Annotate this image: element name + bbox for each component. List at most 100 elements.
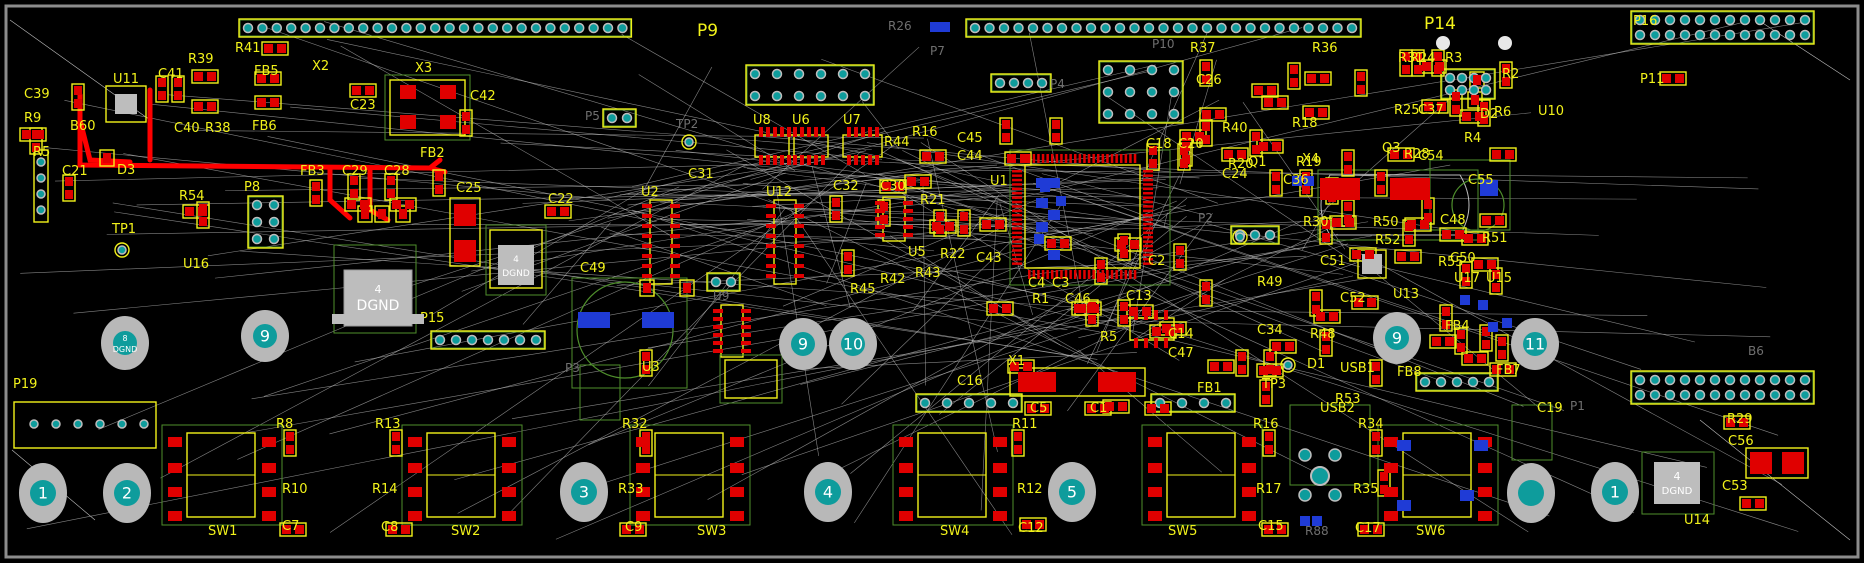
mount-pad-9b[interactable]: 9 [779, 318, 827, 370]
smd-pad [440, 85, 456, 99]
smd-pad [400, 85, 416, 99]
smd-pad [400, 115, 416, 129]
designator-p3: P3 [565, 361, 580, 375]
through-hole-pad [1649, 29, 1661, 41]
smd-pad [1105, 402, 1114, 411]
bottom-pad [930, 22, 940, 32]
smd-pad [1087, 404, 1096, 413]
qfp-pin [1106, 270, 1109, 279]
through-hole-pad [1176, 397, 1188, 409]
through-hole-pad [1168, 64, 1180, 76]
qfp-pin [1012, 249, 1022, 252]
ratsnest-line [481, 266, 1068, 330]
smd-pad [844, 265, 852, 274]
ic-pin [670, 254, 680, 258]
smd-pad [1237, 150, 1246, 159]
mount-pad-9a[interactable]: 9 [241, 310, 289, 362]
mount-pad-dgnd[interactable]: 8 DGND [101, 316, 149, 370]
switch-pad [408, 463, 422, 473]
smd-pad [1462, 264, 1470, 273]
through-hole-pad [1444, 72, 1456, 84]
through-hole-pad [251, 233, 263, 245]
ic-pin [868, 155, 872, 165]
ratsnest-line [826, 182, 867, 284]
chip-outline [1739, 496, 1767, 511]
mount-pad-2[interactable]: 2 [103, 463, 151, 523]
mount-pad-5[interactable]: 5 [1048, 462, 1096, 522]
designator-r16: R16 [912, 125, 938, 140]
chip-outline [196, 201, 210, 229]
ic-pin [794, 254, 804, 258]
switch-pad [1242, 463, 1256, 473]
smd-pad [1182, 132, 1191, 141]
chip-outline [1341, 149, 1355, 177]
chip-outline [254, 71, 282, 86]
ratsnest-line [1699, 419, 1851, 541]
qfp-pin [1143, 192, 1153, 195]
smd-pad [1403, 150, 1412, 159]
through-hole-pad [1679, 374, 1691, 386]
ratsnest-line [326, 39, 997, 182]
qfp-pin [1115, 270, 1118, 279]
qfp-pin [1115, 154, 1118, 163]
designator-usb2: USB2 [1320, 401, 1355, 416]
through-hole-pad [1328, 488, 1342, 502]
smd-pad [995, 220, 1004, 229]
dgnd-block-u3[interactable]: 4 DGND [498, 245, 534, 285]
switch-pad [730, 463, 744, 473]
designator-r20: R20 [1228, 157, 1254, 172]
mount-pad-10[interactable]: 10 [829, 318, 877, 370]
mount-pad-4[interactable]: 4 [804, 462, 852, 522]
bottom-pad [940, 22, 950, 32]
through-hole-pad [1283, 360, 1293, 370]
switch-pad [899, 511, 913, 521]
ic-pin [854, 127, 858, 137]
designator-c47: C47 [1168, 346, 1194, 361]
smd-pad [1097, 260, 1105, 269]
mount-pad-1a[interactable]: 1 [19, 463, 67, 523]
designator-p16: P16 [1633, 14, 1657, 29]
bottom-pad [1460, 295, 1470, 305]
through-hole-pad [29, 419, 39, 429]
designator-r3: R3 [1445, 51, 1462, 66]
smd-pad [1473, 75, 1481, 85]
dgnd-block-u14[interactable]: 4 DGND [1654, 462, 1700, 504]
mount-pad-9d[interactable] [1507, 463, 1555, 523]
smd-pad [1498, 337, 1506, 346]
smd-pad [32, 130, 40, 139]
qfp-pin [1012, 222, 1022, 226]
designator-r38: R38 [205, 121, 231, 136]
ratsnest-line [638, 74, 796, 171]
dgnd-block-u4[interactable]: 4 DGND [332, 269, 424, 327]
smd-pad [1264, 525, 1273, 534]
through-hole-pad [458, 22, 470, 34]
chip-outline [432, 169, 446, 197]
qfp-pin [1032, 154, 1036, 163]
ic-pin [780, 127, 784, 137]
switch-pad [1384, 463, 1398, 473]
designator-r5: R5 [33, 145, 50, 160]
ic-pin [794, 244, 804, 248]
smd-pad [1487, 260, 1496, 269]
header-p4 [602, 108, 637, 128]
bottom-pad [1397, 440, 1411, 451]
smd-pad [1180, 146, 1188, 155]
smd-pad [360, 200, 369, 209]
designator-r49: R49 [1257, 275, 1283, 290]
smd-pad [1088, 302, 1096, 311]
through-hole-pad [1419, 376, 1431, 388]
mount-pad-9c[interactable]: 9 [1373, 312, 1421, 364]
qfp-pin [1143, 183, 1153, 186]
designator-c9: C9 [625, 520, 642, 535]
chip-outline [1495, 334, 1509, 362]
bottom-pad [1488, 322, 1498, 332]
designator-q1: Q1 [1248, 155, 1267, 170]
qfp-pin [1012, 205, 1022, 208]
smd-pad [392, 432, 400, 441]
through-hole-pad [1480, 72, 1492, 84]
mount-pad-11[interactable]: 11 [1511, 318, 1559, 370]
mount-pad-3[interactable]: 3 [560, 462, 608, 522]
mount-pad-1b[interactable]: 1 [1591, 462, 1639, 522]
chip-outline [459, 109, 473, 137]
